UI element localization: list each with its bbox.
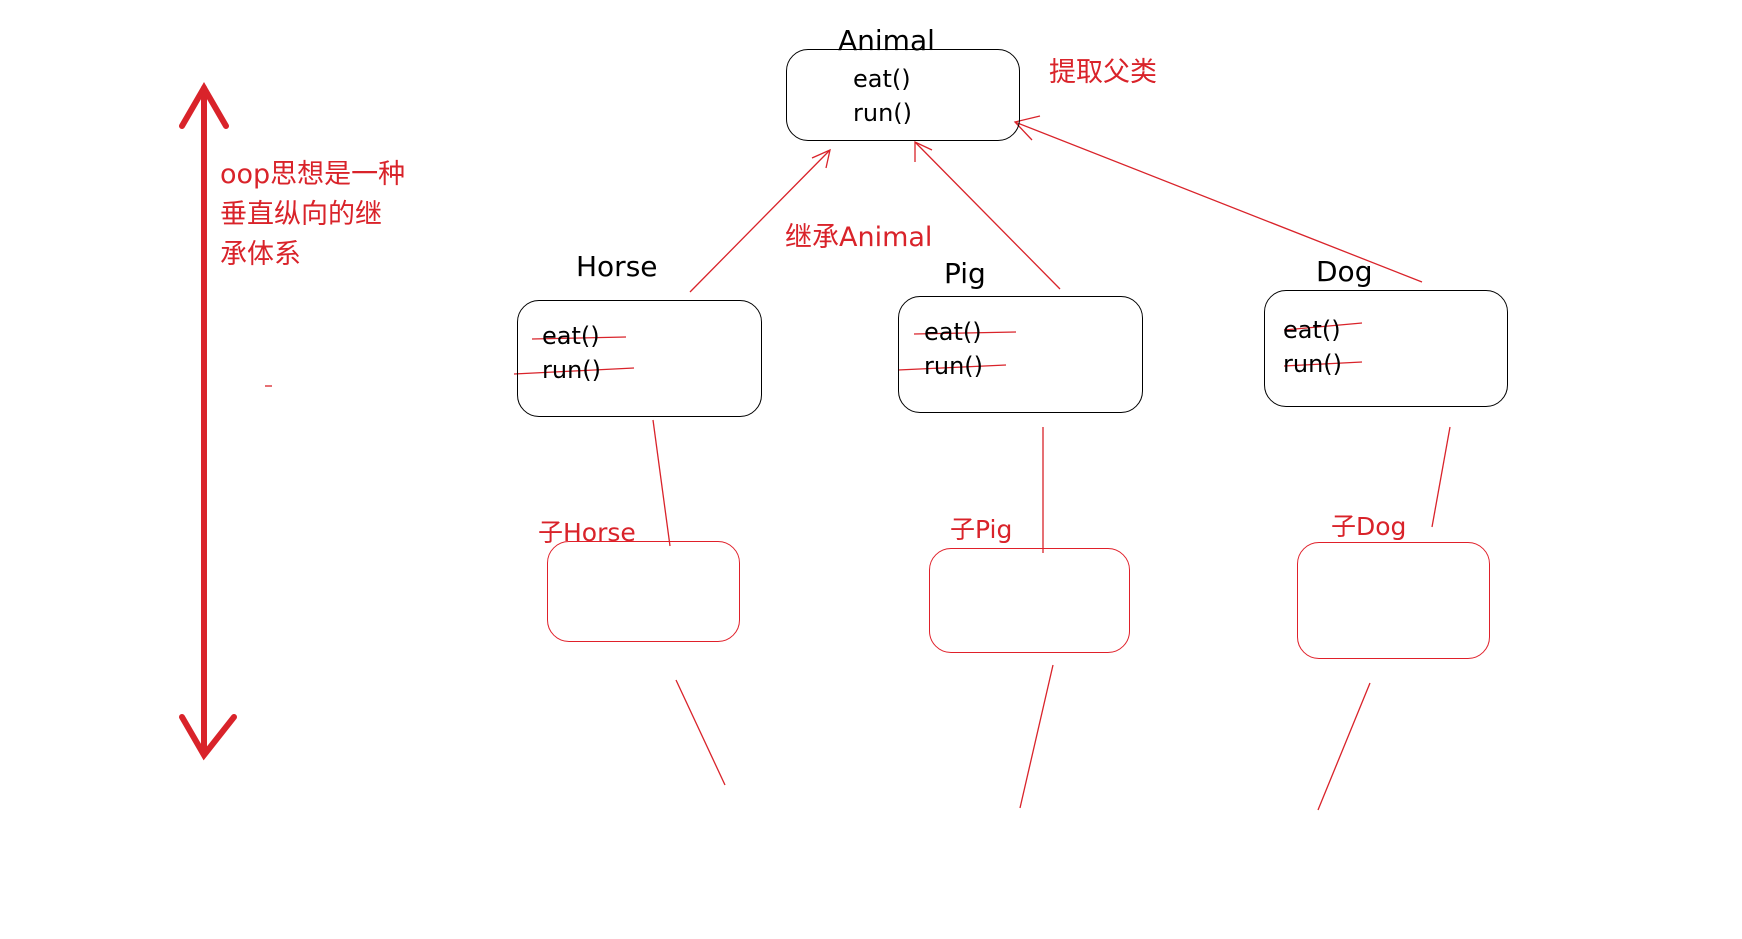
oop-note-line-2: 垂直纵向的继 [220, 199, 382, 230]
horse-to-animal-arrow [689, 149, 831, 293]
dog-method-eat: eat() [1283, 316, 1341, 344]
pig-class-name: Pig [944, 257, 986, 290]
sub-horse-label: 子Horse [538, 518, 636, 547]
sub-dog-label: 子Dog [1331, 512, 1407, 541]
subclass-lines [652, 419, 1451, 811]
pig-to-animal-arrow [914, 141, 1061, 290]
oop-note-line-3: 承体系 [220, 239, 301, 270]
inheritance-arrows [689, 115, 1423, 293]
horse-method-run: run() [542, 356, 602, 384]
sub-horse-box [547, 541, 740, 642]
animal-method-run: run() [853, 99, 913, 127]
sub-pig-box [929, 548, 1130, 653]
override-strikes [513, 322, 1363, 375]
sub-dog-box [1297, 542, 1490, 659]
horse-class-box [517, 300, 762, 417]
sub-pig-label: 子Pig [950, 515, 1013, 544]
pig-method-eat: eat() [924, 318, 982, 346]
dog-method-run: run() [1283, 350, 1343, 378]
extract-parent-label: 提取父类 [1049, 57, 1157, 88]
animal-method-eat: eat() [853, 65, 911, 93]
pig-class-box [898, 296, 1143, 413]
horse-class-name: Horse [576, 250, 658, 283]
pig-method-run: run() [924, 352, 984, 380]
inherit-animal-label: 继承Animal [785, 222, 933, 253]
dog-class-box [1264, 290, 1508, 407]
animal-class-name: Animal [838, 24, 935, 57]
dog-to-animal-arrow [1014, 121, 1423, 283]
dog-class-name: Dog [1316, 255, 1373, 288]
animal-class-box [786, 49, 1020, 141]
oop-note-line-1: oop思想是一种 [220, 159, 406, 190]
horse-method-eat: eat() [542, 322, 600, 350]
vertical-double-arrow [179, 82, 237, 761]
